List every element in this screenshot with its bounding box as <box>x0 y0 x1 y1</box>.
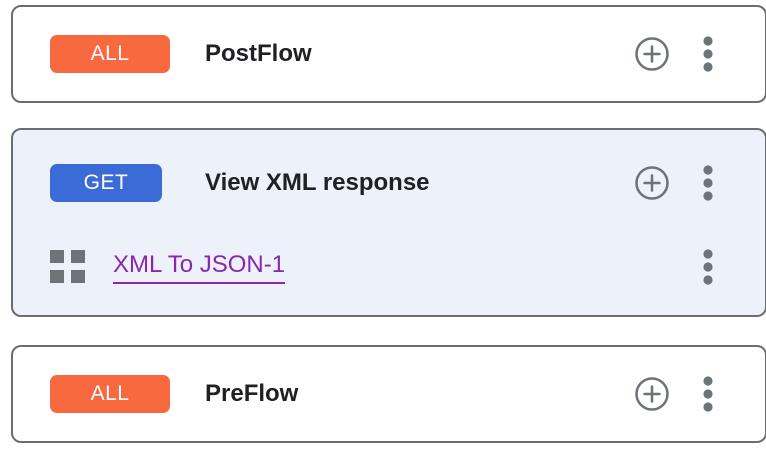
more-options-button[interactable] <box>703 36 713 72</box>
kebab-menu-icon <box>703 36 713 72</box>
flow-title: PreFlow <box>205 380 299 407</box>
kebab-menu-icon <box>703 165 713 201</box>
kebab-menu-icon <box>703 249 713 285</box>
kebab-menu-icon <box>703 376 713 412</box>
more-options-button[interactable] <box>703 165 713 201</box>
policy-more-options-button[interactable] <box>703 249 713 285</box>
more-options-button[interactable] <box>703 376 713 412</box>
flow-header-row: GET View XML response <box>13 161 765 205</box>
flow-card-preflow[interactable]: ALL PreFlow <box>11 345 766 443</box>
plus-circle-icon <box>635 377 669 411</box>
flow-title: PostFlow <box>205 40 312 67</box>
add-step-button[interactable] <box>635 37 669 71</box>
flow-card-postflow[interactable]: ALL PostFlow <box>11 5 766 103</box>
flow-title: View XML response <box>205 169 430 196</box>
flow-card-view-xml-response[interactable]: GET View XML response <box>11 128 766 317</box>
method-badge-all: ALL <box>50 375 170 413</box>
method-badge-wrap: GET <box>50 164 170 202</box>
add-step-button[interactable] <box>635 166 669 200</box>
method-badge-wrap: ALL <box>50 375 170 413</box>
plus-circle-icon <box>635 166 669 200</box>
policy-grid-icon <box>50 250 85 284</box>
add-step-button[interactable] <box>635 377 669 411</box>
plus-circle-icon <box>635 37 669 71</box>
policy-row: XML To JSON-1 <box>13 245 765 289</box>
policy-link-xml-to-json[interactable]: XML To JSON-1 <box>113 251 286 284</box>
flow-header-row: ALL PostFlow <box>13 32 765 76</box>
method-badge-get: GET <box>50 164 162 202</box>
flow-header-row: ALL PreFlow <box>13 372 765 416</box>
method-badge-wrap: ALL <box>50 35 170 73</box>
method-badge-all: ALL <box>50 35 170 73</box>
